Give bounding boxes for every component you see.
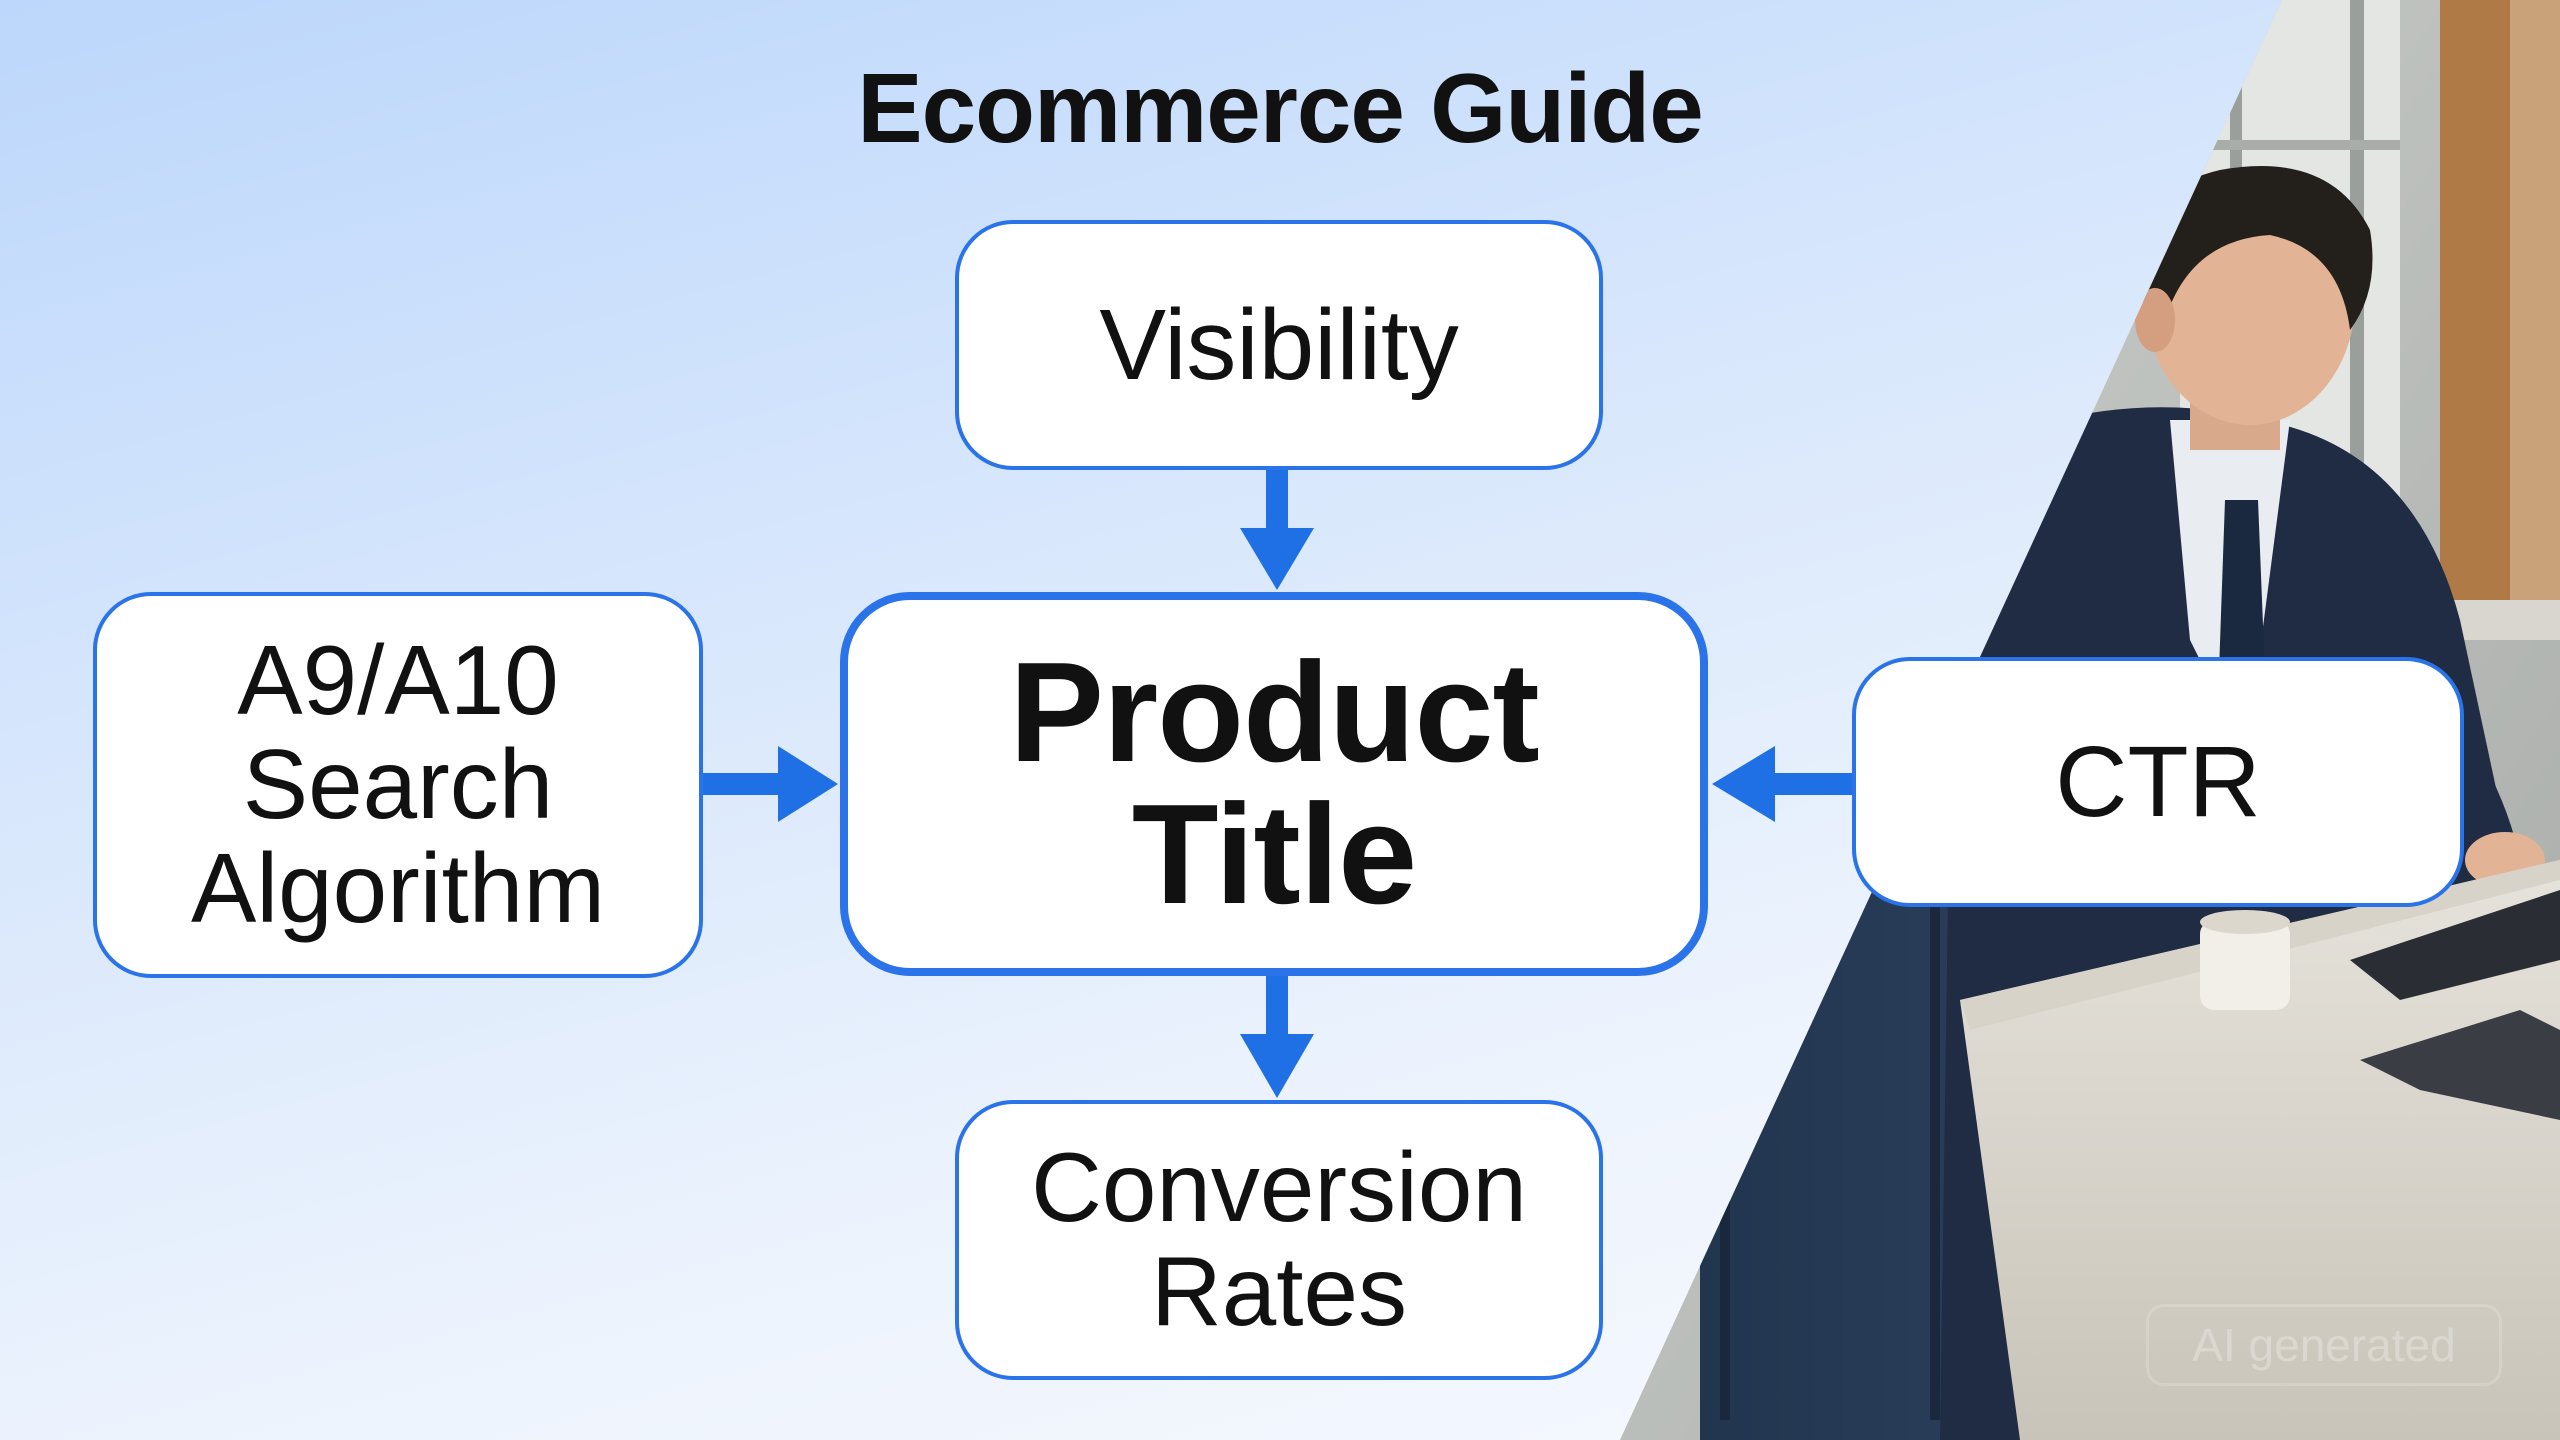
node-conversion-rates: Conversion Rates [955,1100,1603,1380]
node-visibility: Visibility [955,220,1603,470]
node-search-algorithm: A9/A10 Search Algorithm [93,592,703,978]
node-product-title: Product Title [840,592,1708,976]
ai-generated-watermark: AI generated [2146,1304,2502,1386]
node-visibility-label: Visibility [1099,289,1459,401]
node-search-algorithm-label: A9/A10 Search Algorithm [191,625,605,943]
node-ctr: CTR [1852,657,2464,907]
node-ctr-label: CTR [2055,726,2261,838]
diagram-title: Ecommerce Guide [857,53,1704,163]
node-product-title-label: Product Title [1009,633,1539,934]
node-conversion-rates-label: Conversion Rates [1031,1132,1527,1346]
